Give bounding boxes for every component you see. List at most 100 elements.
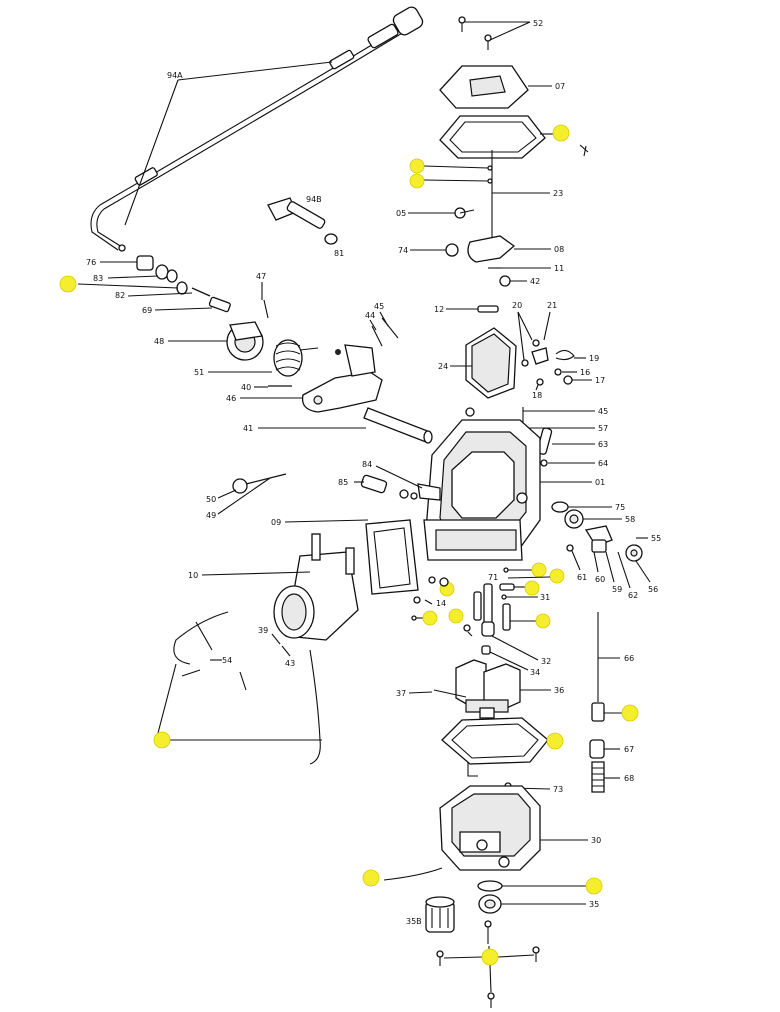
- callout-07: 07: [555, 82, 565, 91]
- callout-10: 10: [188, 571, 198, 580]
- callout-01: 01: [595, 478, 605, 487]
- float-part: [455, 659, 521, 719]
- callout-76: 76: [86, 258, 96, 267]
- needle-holder-part: [467, 235, 516, 263]
- callout-19: 19: [589, 354, 599, 363]
- callout-23: 23: [553, 189, 563, 198]
- callout-69: 69: [142, 306, 152, 315]
- callout-68: 68: [624, 774, 634, 783]
- callout-20: 20: [512, 301, 522, 310]
- washer-42-part: [499, 275, 511, 287]
- callout-82: 82: [115, 291, 125, 300]
- throttle-cable-part: [90, 6, 424, 252]
- callout-42: 42: [530, 277, 540, 286]
- main-jet-holder-part: [483, 583, 493, 625]
- callout-17: 17: [595, 376, 605, 385]
- jet-base-part: [481, 621, 495, 637]
- throttle-pulley-part: [226, 321, 264, 361]
- callout-12: 12: [434, 305, 444, 314]
- flange-gasket-part: [365, 519, 419, 595]
- highlight-callout-16: [585, 877, 603, 895]
- callout-85: 85: [338, 478, 348, 487]
- jet-part-a: [428, 576, 436, 584]
- drain-tube-part: [383, 867, 443, 881]
- callout-44: 44: [365, 311, 375, 320]
- callout-60: 60: [595, 575, 605, 584]
- cap-35b-part: [425, 896, 455, 933]
- screw-54-b-part: [181, 669, 201, 677]
- callout-84: 84: [362, 460, 372, 469]
- callout-50: 50: [206, 495, 216, 504]
- clip-19-part: [555, 349, 575, 361]
- callout-34: 34: [530, 668, 540, 677]
- top-cover-part: [439, 65, 529, 109]
- rod-spring-part: [591, 702, 605, 722]
- callout-09: 09: [271, 518, 281, 527]
- highlight-callout-4: [409, 173, 425, 189]
- highlight-callout-7: [422, 610, 438, 626]
- small-part-20-b: [521, 359, 529, 367]
- o-ring-75-part: [551, 501, 569, 513]
- jet-part-b: [499, 583, 515, 591]
- highlight-callout-14: [546, 732, 564, 750]
- jet-part-34: [481, 645, 491, 655]
- callout-37: 37: [396, 689, 406, 698]
- leader-94a-b: [177, 61, 333, 81]
- callout-40: 40: [241, 383, 251, 392]
- intake-adapter-part: [273, 533, 359, 641]
- washer-74-part: [445, 243, 459, 257]
- highlight-callout-10: [549, 568, 565, 584]
- cable-nut-part: [136, 255, 154, 271]
- callout-14: 14: [436, 599, 446, 608]
- highlight-callout-1: [59, 275, 77, 293]
- callout-48: 48: [154, 337, 164, 346]
- callout-94a: 94A: [167, 71, 183, 80]
- callout-54: 54: [222, 656, 232, 665]
- callout-51: 51: [194, 368, 204, 377]
- callout-73: 73: [553, 785, 563, 794]
- choke-plunger-part: [267, 197, 338, 245]
- bowl-gasket-part: [441, 717, 549, 777]
- spring-82-part: [191, 287, 211, 297]
- return-spring-part: [273, 339, 319, 377]
- idle-screw-85-part: [360, 474, 388, 494]
- screw-43-part: [281, 645, 291, 657]
- callout-43: 43: [285, 659, 295, 668]
- callout-74: 74: [398, 246, 408, 255]
- callout-18: 18: [532, 391, 542, 400]
- pump-spring-part: [591, 761, 605, 793]
- callout-21: 21: [547, 301, 557, 310]
- screw-54-c-part: [239, 671, 247, 691]
- throttle-shaft-part: [363, 407, 433, 444]
- callout-59: 59: [612, 585, 622, 594]
- callout-24: 24: [438, 362, 448, 371]
- callout-63: 63: [598, 440, 608, 449]
- callout-46: 46: [226, 394, 236, 403]
- callout-66: 66: [624, 654, 634, 663]
- callout-11: 11: [554, 264, 564, 273]
- screw-45-part: [381, 317, 399, 339]
- bracket-84-part: [417, 483, 441, 501]
- screw-39-part: [271, 633, 281, 645]
- pump-cap-part: [589, 739, 605, 759]
- callout-61: 61: [577, 573, 587, 582]
- screw-54-a-part: [195, 621, 213, 651]
- screw-44-part: [371, 325, 383, 347]
- callout-36: 36: [554, 686, 564, 695]
- pilot-jet-part: [502, 603, 511, 631]
- callout-94b: 94B: [306, 195, 322, 204]
- screw-05-part: [454, 207, 475, 219]
- carburetor-body-part: [423, 407, 541, 561]
- callout-31: 31: [540, 593, 550, 602]
- callout-08: 08: [554, 245, 564, 254]
- highlight-callout-11: [524, 580, 540, 596]
- cable-adjuster-part: [155, 264, 169, 280]
- throttle-lever-part: [301, 344, 383, 413]
- vent-hose-b-part: [309, 649, 321, 765]
- callout-52: 52: [533, 19, 543, 28]
- o-ring-part: [176, 281, 188, 295]
- highlight-callout-17: [481, 948, 499, 966]
- small-part-20-a: [532, 339, 540, 347]
- vent-hose-a-part: [173, 611, 229, 665]
- callout-39: 39: [258, 626, 268, 635]
